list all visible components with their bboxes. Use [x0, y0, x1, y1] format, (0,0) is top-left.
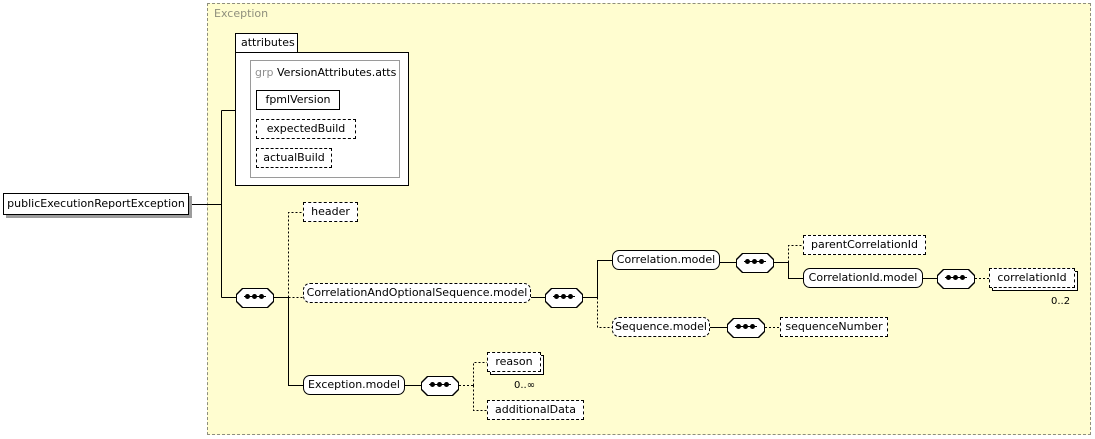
frame-title: Exception	[214, 7, 269, 20]
root-element[interactable]: publicExecutionReportException	[3, 193, 189, 215]
cardinality-correlation-id: 0..2	[1051, 296, 1071, 307]
attribute-group-box: grp VersionAttributes.atts	[250, 60, 400, 178]
element-parent-correlation-id[interactable]: parentCorrelationId	[803, 235, 926, 255]
attribute-group-title: grp VersionAttributes.atts	[255, 66, 396, 79]
element-additional-data[interactable]: additionalData	[487, 400, 584, 420]
attribute-actualbuild[interactable]: actualBuild	[256, 148, 332, 168]
element-correlation-id[interactable]: correlationId	[989, 268, 1075, 288]
element-reason[interactable]: reason	[487, 352, 541, 372]
group-keyword: grp	[255, 66, 274, 79]
group-correlation-id-model[interactable]: CorrelationId.model	[803, 268, 923, 288]
group-exception-model[interactable]: Exception.model	[303, 375, 405, 395]
attributes-tab: attributes	[235, 33, 298, 53]
sequence-compositor[interactable]	[727, 318, 765, 338]
attribute-fpmlversion[interactable]: fpmlVersion	[256, 90, 340, 110]
sequence-compositor[interactable]	[421, 376, 459, 396]
element-header[interactable]: header	[303, 202, 358, 222]
attribute-expectedbuild[interactable]: expectedBuild	[256, 119, 356, 139]
sequence-compositor[interactable]	[937, 269, 975, 289]
sequence-compositor[interactable]	[545, 288, 583, 308]
cardinality-reason: 0..∞	[514, 380, 536, 391]
group-name: VersionAttributes.atts	[277, 66, 397, 79]
group-sequence-model[interactable]: Sequence.model	[612, 317, 710, 337]
sequence-compositor[interactable]	[736, 253, 774, 273]
group-correlation-and-optional-sequence[interactable]: CorrelationAndOptionalSequence.model	[303, 283, 531, 303]
group-correlation-model[interactable]: Correlation.model	[612, 250, 720, 270]
element-sequence-number[interactable]: sequenceNumber	[780, 317, 888, 337]
sequence-compositor[interactable]	[236, 288, 274, 308]
